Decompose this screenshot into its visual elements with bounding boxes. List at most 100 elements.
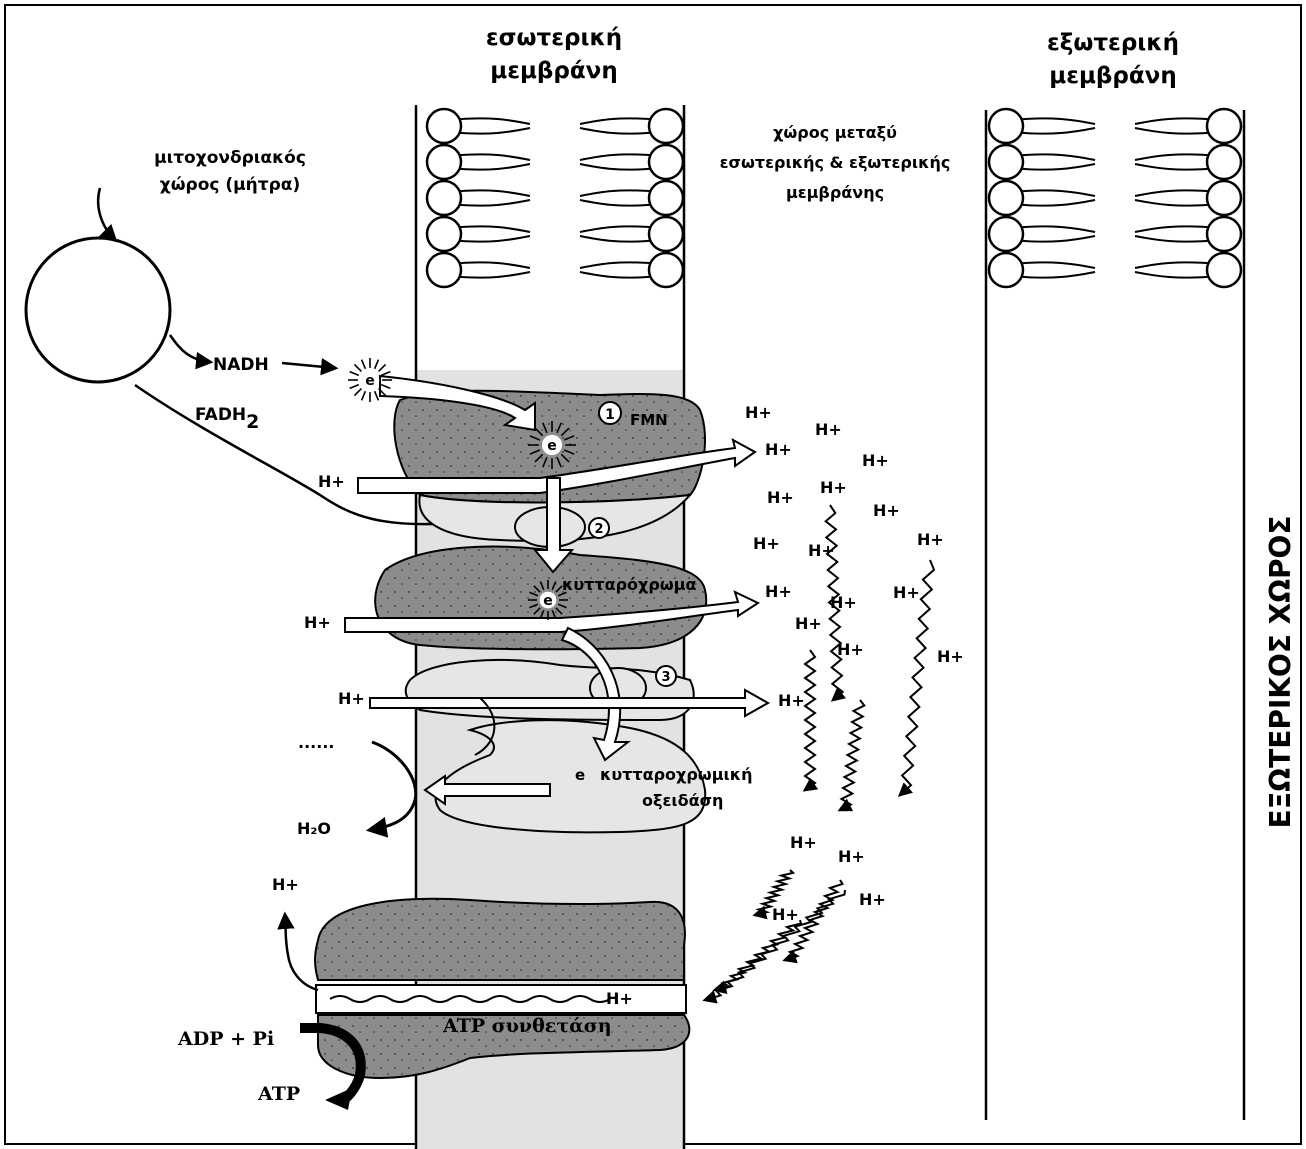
proton-label: H+	[304, 613, 331, 632]
proton-label: H+	[765, 582, 792, 601]
proton-diffusion-path	[824, 504, 847, 702]
inner-membrane-lipid-bilayer	[425, 107, 685, 289]
burst-ray	[555, 607, 563, 615]
burst-ray	[539, 609, 545, 619]
outer-membrane-title-line2: μεμβράνη	[1049, 63, 1176, 89]
lipid-tail	[1011, 117, 1096, 125]
intermembrane-label-line3: μεμβράνης	[786, 183, 884, 202]
proton-channel-wave	[329, 995, 611, 1003]
lipid-head	[1205, 107, 1243, 145]
proton-label: H+	[937, 647, 964, 666]
lipid-head	[647, 179, 685, 217]
lipid-head	[647, 143, 685, 181]
cytochrome-label: κυτταρόχρωμα	[562, 575, 696, 594]
proton-label: H+	[765, 440, 792, 459]
proton-diffusion-path	[752, 869, 796, 920]
proton-label: H+	[873, 501, 900, 520]
lipid-tail	[1011, 235, 1096, 243]
atp-synthase-bottom	[317, 1014, 691, 1080]
proton-label: H+	[790, 833, 817, 852]
burst-ray	[377, 363, 387, 373]
burst-ray	[529, 449, 541, 455]
proton-diffusion-paths	[702, 504, 936, 1004]
lipid-head	[987, 143, 1025, 181]
step-2-number: 2	[594, 522, 603, 537]
nadh-arrow	[168, 334, 214, 370]
burst-ray	[534, 453, 544, 463]
fadh2-label: FADH2	[195, 405, 259, 433]
burst-ray	[349, 383, 360, 390]
burst-ray	[557, 591, 567, 597]
atp-label: ATP	[257, 1083, 300, 1105]
lipid-head	[425, 143, 463, 181]
electron-arrow-1	[379, 374, 536, 432]
proton-label: H+	[862, 451, 889, 470]
proton-label: H+	[745, 403, 772, 422]
proton-label: H+	[606, 989, 633, 1008]
proton-pump-arrow-2	[344, 590, 761, 633]
proton-label: H+	[830, 593, 857, 612]
proton-label: H+	[338, 689, 365, 708]
proton-diffusion-path	[802, 649, 819, 792]
proton-exit-arrow	[277, 911, 319, 992]
burst-ray	[533, 585, 541, 593]
proton-label: H+	[859, 890, 886, 909]
complex-iv-curve	[474, 697, 496, 756]
proton-pump-arrow-1	[357, 438, 757, 494]
proton-diffusion-path	[702, 889, 846, 1004]
membrane-titles: εσωτερική μεμβράνη εξωτερική μεμβράνη	[486, 25, 1179, 89]
matrix-label-line2: χώρος (μήτρα)	[160, 175, 300, 195]
oxidase-electron-label: e	[575, 766, 585, 784]
proton-pump-arrow-3	[369, 688, 771, 718]
lipid-tail	[1134, 153, 1219, 161]
burst-ray	[542, 422, 548, 434]
lipid-tail	[1011, 127, 1096, 135]
proton-label: H+	[753, 534, 780, 553]
lipid-tail	[1134, 163, 1219, 171]
fadh2-line	[134, 383, 471, 526]
burst-ray	[534, 427, 544, 437]
proton-label: H+	[815, 420, 842, 439]
burst-core	[541, 434, 563, 456]
lipid-tail	[1134, 225, 1219, 233]
burst-ray	[555, 585, 563, 593]
proton-label: H+	[272, 875, 299, 894]
burst-ray	[551, 581, 557, 591]
lipid-head	[987, 179, 1025, 217]
cytochrome-oxidase-label-line2: οξειδάση	[642, 791, 723, 810]
adp-pi-label: ADP + Pi	[177, 1028, 274, 1050]
burst-ray	[560, 427, 570, 437]
inner-membrane-title-line1: εσωτερική	[486, 25, 622, 51]
burst-ray	[529, 591, 539, 597]
burst-ray	[353, 363, 363, 373]
electron-burst-2: e	[528, 421, 576, 469]
lipid-head	[425, 107, 463, 145]
lipid-head	[1205, 143, 1243, 181]
proton-diffusion-path	[837, 699, 866, 812]
proton-label: H+	[318, 472, 345, 491]
lipid-head	[987, 251, 1025, 289]
intermembrane-label-line2: εσωτερικής & εξωτερικής	[720, 153, 951, 172]
burst-ray	[373, 359, 380, 370]
burst-core	[360, 370, 380, 390]
step-3-marker	[655, 665, 677, 687]
matrix-label-line1: μιτοχονδριακός	[154, 148, 306, 168]
outer-membrane-lipid-bilayer	[987, 107, 1243, 289]
burst-ray	[556, 456, 562, 468]
burst-ray	[542, 456, 548, 468]
burst-ray	[360, 359, 367, 370]
proton-label: H+	[820, 478, 847, 497]
atp-synthase-label: ATP συνθετάση	[442, 1015, 612, 1037]
water-arrow	[365, 740, 418, 838]
lipid-head	[647, 107, 685, 145]
proton-label: H+	[795, 614, 822, 633]
burst-ray	[529, 603, 539, 609]
step-2-marker	[588, 517, 610, 539]
burst-ray	[556, 422, 562, 434]
proton-label: H+	[917, 530, 944, 549]
lipid-head	[1205, 215, 1243, 253]
electron-starbursts: e e e	[348, 358, 576, 620]
lipid-tail	[1011, 153, 1096, 161]
fmn-label: FMN	[630, 411, 668, 429]
lipid-head	[425, 179, 463, 217]
